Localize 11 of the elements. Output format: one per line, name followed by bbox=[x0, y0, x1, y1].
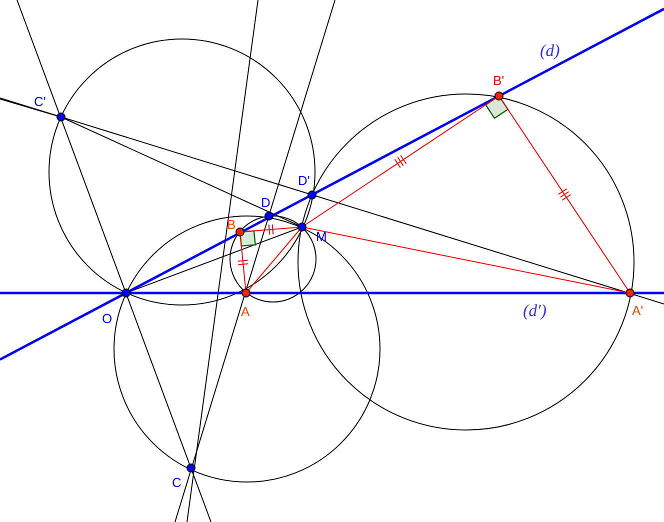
point-label: A' bbox=[632, 304, 644, 318]
line-label: (d) bbox=[540, 42, 560, 60]
point-label: D bbox=[261, 196, 270, 210]
point-label: A bbox=[241, 305, 250, 319]
point-label: C bbox=[172, 476, 182, 490]
point-label: B bbox=[227, 218, 236, 232]
point-label: D' bbox=[298, 174, 310, 188]
point-label: O bbox=[102, 312, 112, 326]
point-label: C' bbox=[34, 95, 46, 109]
point-label: B' bbox=[493, 74, 504, 88]
line-label: (d′) bbox=[523, 302, 547, 320]
